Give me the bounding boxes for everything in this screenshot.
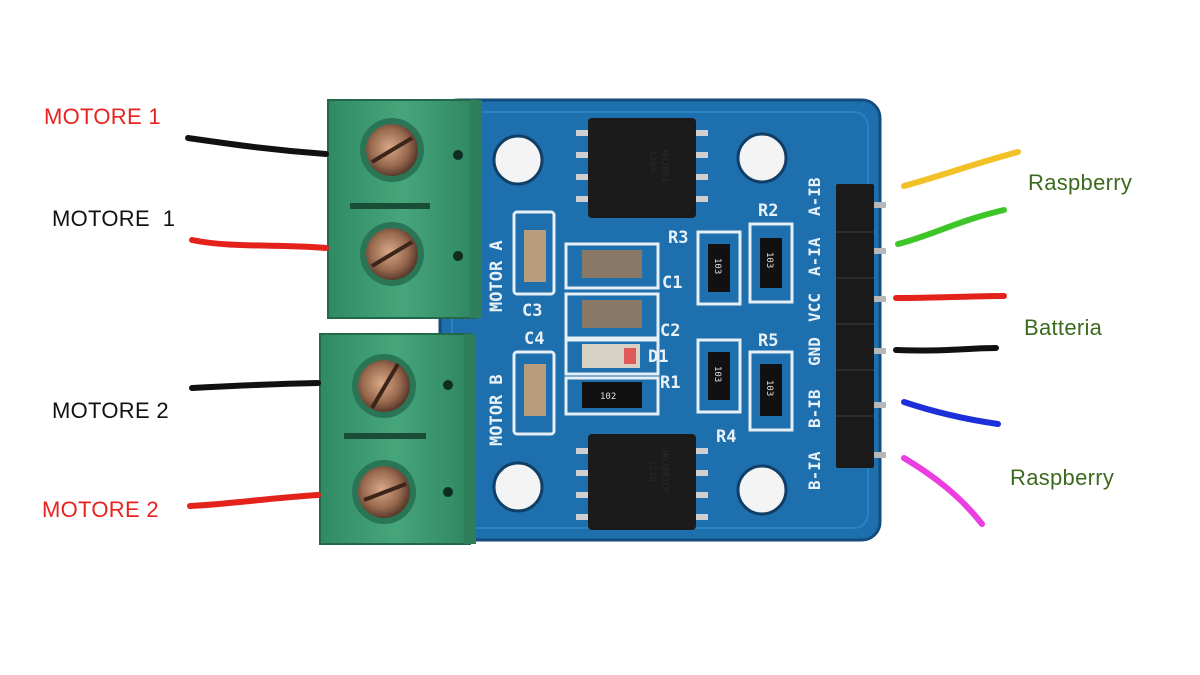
pin-label-a-ia: A-IA <box>805 237 824 276</box>
r5-code: 103 <box>712 366 722 382</box>
pin-label-gnd: GND <box>805 337 824 366</box>
chip-top-text-2: 1234 <box>647 150 657 172</box>
wire-red-vcc <box>893 293 1007 301</box>
header-pin <box>874 402 886 408</box>
label-motore-2-red: MOTORE 2 <box>42 497 159 522</box>
pin-label-vcc: VCC <box>805 293 824 322</box>
r1-code: 102 <box>600 392 616 402</box>
label-motore-1-red: MOTORE 1 <box>44 104 161 129</box>
label-raspberry-bottom: Raspberry <box>1010 465 1115 490</box>
label-r3: R3 <box>668 228 688 248</box>
label-motor-a: MOTOR A <box>487 240 507 312</box>
chip-top-text-1: HG7881 <box>659 150 669 183</box>
mount-hole <box>492 461 544 513</box>
label-r1: R1 <box>660 373 680 393</box>
resistor-r4 <box>760 364 782 416</box>
wire-black-motor2 <box>189 380 321 391</box>
capacitor-c1 <box>582 250 642 278</box>
resistor-r1 <box>582 382 642 408</box>
label-r4: R4 <box>716 427 736 447</box>
wire-pink <box>901 455 985 527</box>
mount-hole <box>492 134 544 186</box>
wire-black-gnd <box>893 345 999 354</box>
capacitor-c3 <box>524 230 546 282</box>
label-d1: D1 <box>648 347 668 367</box>
motor-driver-chip-bottom: HG7881CP 1230 <box>576 434 708 530</box>
capacitor-c2 <box>582 300 642 328</box>
header-pin <box>874 348 886 354</box>
mount-hole <box>736 464 788 516</box>
mount-hole <box>736 132 788 184</box>
label-motor-b: MOTOR B <box>487 374 507 446</box>
wire-black-motor1 <box>185 135 329 157</box>
label-r2: R2 <box>758 201 778 221</box>
label-r5: R5 <box>758 331 778 351</box>
label-c3: C3 <box>522 301 542 321</box>
capacitor-c4 <box>524 364 546 416</box>
label-batteria: Batteria <box>1024 315 1103 340</box>
r3-code: 103 <box>712 258 722 274</box>
resistor-r3 <box>708 244 730 292</box>
header-pin <box>874 296 886 302</box>
pin-label-b-ia: B-IA <box>805 451 824 490</box>
header-pin <box>874 202 886 208</box>
resistor-r5 <box>708 352 730 400</box>
resistor-r2 <box>760 238 782 288</box>
pin-label-b-ib: B-IB <box>805 389 824 428</box>
label-c1: C1 <box>662 273 682 293</box>
wire-green <box>895 207 1007 247</box>
wire-blue <box>901 399 1001 427</box>
label-c4: C4 <box>524 329 544 349</box>
silkscreen: R3 R2 C1 C2 C3 C4 D1 R1 R5 R4 MOTOR A MO… <box>487 177 824 490</box>
led-d1-dot <box>624 348 636 364</box>
wire-red-motor2 <box>187 492 321 509</box>
chip-bottom-text-1: HG7881CP <box>659 450 669 494</box>
pin-label-a-ib: A-IB <box>805 177 824 216</box>
header-pin <box>874 452 886 458</box>
screw-terminal-motor-b <box>319 333 476 545</box>
r4-code: 103 <box>764 380 774 396</box>
resistor-codes: 103 103 103 103 102 <box>600 252 774 402</box>
label-motore-2-black: MOTORE 2 <box>52 398 169 423</box>
label-motore-1-black: MOTORE 1 <box>52 206 176 231</box>
wire-red-motor1 <box>189 237 329 251</box>
label-c2: C2 <box>660 321 680 341</box>
r2-code: 103 <box>764 252 774 268</box>
wires <box>185 135 1021 527</box>
components <box>512 210 794 436</box>
component-bodies <box>524 230 782 416</box>
wire-yellow <box>901 149 1021 189</box>
header-pin <box>874 248 886 254</box>
chip-bottom-text-2: 1230 <box>647 460 657 482</box>
pin-header <box>836 184 886 468</box>
label-raspberry-top: Raspberry <box>1028 170 1133 195</box>
motor-driver-chip-top: HG7881 1234 <box>576 118 708 218</box>
screw-terminal-motor-a <box>327 99 482 319</box>
